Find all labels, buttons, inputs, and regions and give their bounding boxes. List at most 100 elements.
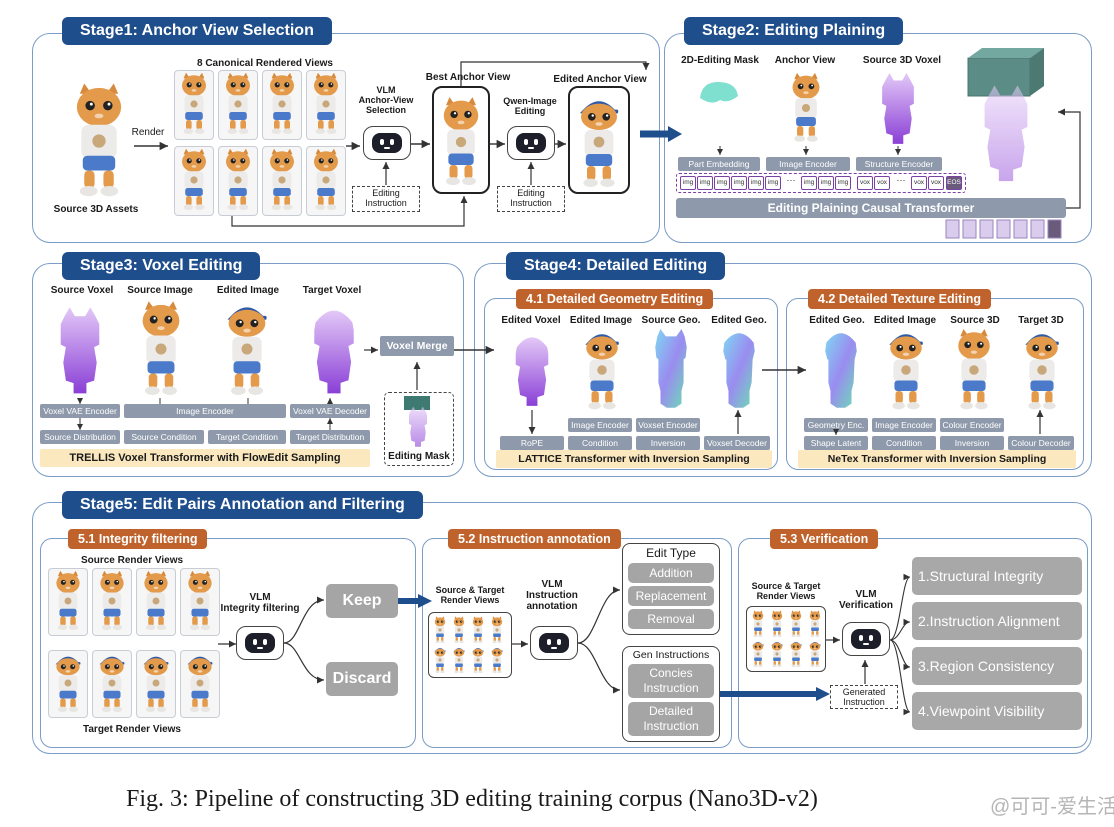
rope-box: RoPE (500, 436, 564, 450)
tex-inversion-box: Inversion (940, 436, 1004, 450)
source-distribution-box: Source Distribution (40, 430, 120, 444)
structure-encoder-box: Structure Encoder (856, 157, 942, 171)
geo-col-edited-image: Edited Image (569, 315, 633, 326)
token-stack-decoration (944, 218, 1064, 240)
tex-col-target-3d: Target 3D (1018, 315, 1064, 326)
vlm-integrity-label: VLM Integrity filtering (220, 592, 300, 614)
edit-type-addition: Addition (628, 563, 714, 583)
geo-condition-box: Condition (568, 436, 632, 450)
canonical-view-3 (262, 70, 302, 140)
qwen-image-editing-label: Qwen-Image Editing (503, 96, 557, 116)
canonical-view-4 (306, 70, 346, 140)
editing-mask-image (398, 396, 438, 446)
edit-type-title: Edit Type (646, 546, 696, 560)
img-token: img (801, 176, 817, 190)
tex-edited-image (884, 328, 928, 412)
geometry-enc-box: Geometry Enc. (804, 418, 868, 432)
trellis-bar: TRELLIS Voxel Transformer with FlowEdit … (40, 449, 370, 467)
target-render-view-3 (136, 650, 176, 718)
geo-col-source-geo: Source Geo. (641, 315, 701, 326)
check-region-consistency: 3.Region Consistency (912, 647, 1082, 685)
source-3d-asset-image (64, 82, 134, 200)
stage1-title: Stage1: Anchor View Selection (62, 17, 332, 45)
shape-latent-box: Shape Latent (804, 436, 868, 450)
annotation-robot-icon (530, 626, 578, 660)
verification-title: 5.3 Verification (770, 529, 879, 549)
target-render-view-2 (92, 650, 132, 718)
canonical-views-label: 8 Canonical Rendered Views (197, 58, 333, 69)
img-token: img (731, 176, 747, 190)
integrity-filtering-title: 5.1 Integrity filtering (68, 529, 208, 549)
texture-editing-title: 4.2 Detailed Texture Editing (808, 289, 992, 309)
canonical-view-6 (218, 146, 258, 216)
vlm-verification-label: VLM Verification (839, 589, 893, 611)
canonical-view-8 (306, 146, 346, 216)
edited-anchor-label: Edited Anchor View (553, 74, 647, 85)
img-token: img (818, 176, 834, 190)
part-embedding-box: Part Embedding (678, 157, 760, 171)
source-render-view-1 (48, 568, 88, 636)
colour-decoder-box: Colour Decoder (1008, 436, 1074, 450)
geo-image-encoder-box: Image Encoder (568, 418, 632, 432)
img-token: img (680, 176, 696, 190)
edit-type-replacement: Replacement (628, 586, 714, 606)
qwen-robot-icon (507, 126, 555, 160)
editing-mask-2d-image (698, 80, 738, 104)
vlm-robot-icon (363, 126, 411, 160)
editing-instruction-box-2: Editing Instruction (497, 186, 565, 212)
token-ellipsis: ··· (786, 175, 796, 185)
target-render-views-label: Target Render Views (83, 724, 181, 735)
tex-edited-geo-image (818, 328, 864, 412)
best-anchor-image (438, 94, 484, 190)
img-token: img (748, 176, 764, 190)
vox-token: vox (928, 176, 944, 190)
vlm-anchor-selection-label: VLM Anchor-View Selection (358, 85, 414, 115)
geo-source-geo-image (648, 328, 694, 412)
verification-src-tgt-label: Source & Target Render Views (751, 581, 821, 601)
stage3-image-encoder-box: Image Encoder (124, 404, 286, 418)
geo-edited-image (580, 328, 624, 412)
eos-token: EOS (946, 176, 962, 190)
stage3-col-target-voxel: Target Voxel (302, 285, 362, 296)
source-render-views-label: Source Render Views (80, 555, 184, 566)
geo-edited-voxel-image (506, 332, 558, 408)
verification-views-box (746, 606, 826, 672)
stage5-title: Stage5: Edit Pairs Annotation and Filter… (62, 491, 423, 519)
generated-instruction-box: Generated Instruction (830, 685, 898, 709)
stage3-edited-image (220, 300, 274, 398)
source-render-view-3 (136, 568, 176, 636)
edit-type-removal: Removal (628, 609, 714, 629)
editing-mask-2d-label: 2D-Editing Mask (681, 55, 759, 66)
img-token: img (714, 176, 730, 190)
watermark: @可可-爱生活 (990, 796, 1114, 818)
geo-edited-geo-image (716, 328, 762, 412)
render-label: Render (131, 127, 165, 138)
check-instruction-alignment: 2.Instruction Alignment (912, 602, 1082, 640)
img-token: img (697, 176, 713, 190)
target-render-view-1 (48, 650, 88, 718)
tex-col-source-3d: Source 3D (950, 315, 1000, 326)
stage3-col-source-voxel: Source Voxel (50, 285, 114, 296)
anchor-view-label: Anchor View (774, 55, 836, 66)
edited-anchor-image (574, 94, 624, 190)
token-sequence (676, 173, 966, 193)
editing-mask-label: Editing Mask (388, 451, 450, 462)
stage3-col-source-image: Source Image (127, 285, 193, 296)
concise-instruction-box: Concies Instruction (628, 664, 714, 698)
stage2-title: Stage2: Editing Plaining (684, 17, 904, 45)
lattice-bar: LATTICE Transformer with Inversion Sampl… (496, 450, 772, 468)
detailed-instruction-box: Detailed Instruction (628, 702, 714, 736)
gen-instructions-title: Gen Instructions (632, 649, 710, 661)
netex-bar: NeTex Transformer with Inversion Samplin… (798, 450, 1076, 468)
canonical-view-1 (174, 70, 214, 140)
vlm-annotation-label: VLM Instruction annotation (526, 579, 578, 612)
source-voxel-image (876, 72, 920, 146)
voxel-vae-decoder-box: Voxel VAE Decoder (290, 404, 370, 418)
tex-col-edited-image: Edited Image (873, 315, 937, 326)
keep-button: Keep (326, 584, 398, 618)
source-render-view-4 (180, 568, 220, 636)
tex-condition-box: Condition (872, 436, 936, 450)
geometry-editing-title: 4.1 Detailed Geometry Editing (516, 289, 714, 309)
verification-robot-icon (842, 622, 890, 656)
colour-encoder-box: Colour Encoder (940, 418, 1004, 432)
